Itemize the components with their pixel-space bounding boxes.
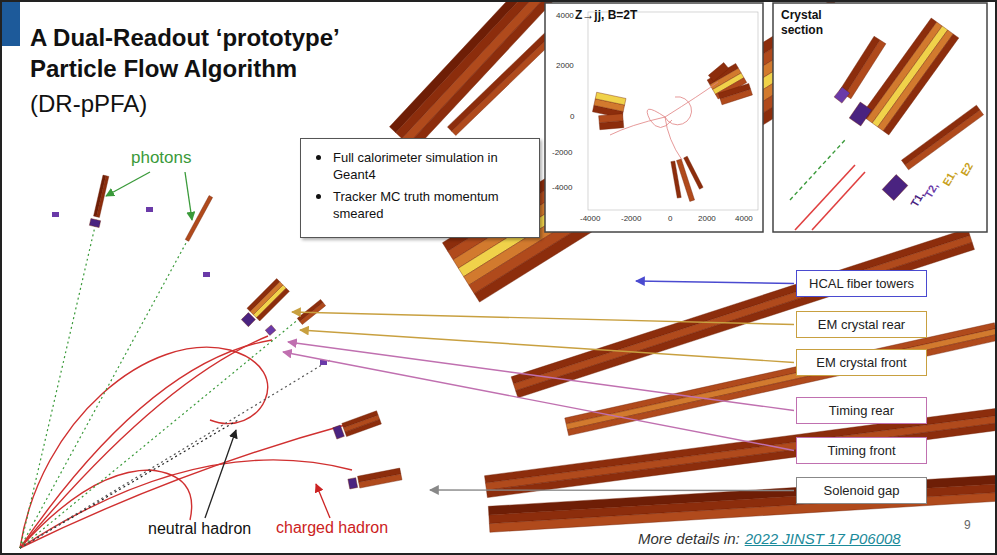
page-number: 9 — [964, 518, 971, 532]
inset-panel: Z→jj, B=2T — [575, 8, 695, 23]
tower-segment — [511, 229, 970, 384]
tower-segment — [348, 478, 358, 489]
crystal-inset — [773, 3, 987, 232]
tower-segment — [839, 36, 880, 95]
tower-segment — [901, 105, 980, 165]
calorimeter-art — [20, 0, 997, 548]
leader-arrow — [292, 312, 794, 325]
tower-segment — [513, 235, 972, 390]
pointer-arrow — [205, 430, 236, 518]
axis-tick: -2000 — [621, 214, 641, 223]
tower-segment — [905, 110, 984, 170]
layer-label: E1, — [940, 168, 959, 188]
neutral-track — [20, 318, 300, 548]
timing-hit — [52, 212, 59, 217]
slide-title: A Dual-Readout ‘prototype’ Particle Flow… — [30, 22, 365, 84]
callout-text: EM crystal front — [816, 355, 906, 370]
neutral-track — [20, 232, 192, 548]
tower-segment — [566, 329, 997, 430]
pointer-arrow — [185, 172, 192, 220]
leader-arrow — [430, 489, 794, 491]
particle-label: charged hadron — [276, 519, 388, 537]
callout-box: Solenoid gap — [796, 477, 927, 504]
charged-track — [20, 347, 268, 548]
tower-segment — [595, 92, 626, 105]
note-text: Z→jj, B=2T — [575, 8, 695, 23]
tower-segment — [883, 34, 959, 135]
tower-segment — [684, 156, 703, 189]
tower-segment — [300, 303, 326, 325]
tower-segment — [882, 175, 908, 201]
inset-panel: Crystal section — [781, 8, 841, 38]
subtitle: (DR-pPFA) — [30, 90, 147, 118]
neutral-track — [20, 205, 100, 548]
pointer-arrow — [106, 172, 150, 196]
tower-segment — [241, 313, 255, 327]
timing-hit — [146, 207, 153, 212]
axis-tick: 0 — [668, 214, 672, 223]
leader-arrow — [636, 281, 794, 284]
reference-note: More details in: — [638, 530, 740, 547]
tower-segment — [878, 30, 954, 131]
tower-segment — [834, 87, 850, 103]
axis-tick: 4000 — [735, 214, 753, 223]
tower-segment — [96, 176, 108, 218]
tower-segment — [516, 242, 975, 397]
tower-segment — [265, 325, 276, 336]
callout-box: Timing front — [796, 437, 927, 464]
tower-segment — [708, 63, 728, 82]
tower-segment — [253, 285, 286, 318]
note-text: Crystal section — [781, 8, 841, 38]
callout-box: HCAL fiber towers — [796, 270, 927, 297]
leader-arrow — [300, 330, 794, 363]
tower-segment — [872, 26, 948, 127]
callout-text: HCAL fiber towers — [809, 276, 914, 291]
axis-tick: -2000 — [552, 148, 572, 157]
charged-track — [20, 340, 272, 548]
charged-track — [20, 336, 268, 548]
tower-segment — [345, 420, 381, 437]
callout-text: Timing front — [827, 443, 895, 458]
note-box: Full calorimeter simulation in Geant4Tra… — [300, 138, 540, 238]
tower-segment — [849, 102, 872, 126]
particle-label: photons — [131, 148, 192, 168]
callout-text: Timing rear — [829, 403, 894, 418]
axis-tick: 0 — [570, 112, 574, 121]
timing-hit — [203, 272, 210, 277]
particle-label: neutral hadron — [148, 520, 251, 538]
axis-tick: 2000 — [698, 214, 716, 223]
tower-segment — [720, 89, 752, 105]
tower-segment — [89, 219, 100, 228]
tower-segment — [671, 161, 681, 198]
tower-segment — [845, 40, 886, 99]
callout-text: EM crystal rear — [818, 317, 905, 332]
leader-arrow — [288, 342, 794, 411]
axis-tick: -4000 — [580, 214, 600, 223]
callout-box: EM crystal front — [796, 349, 927, 376]
callout-text: Solenoid gap — [824, 483, 900, 498]
reference-link: 2022 JINST 17 P06008 — [745, 530, 901, 547]
layer-label: E2 — [958, 160, 975, 178]
note-text: Full calorimeter simulation in Geant4 — [333, 149, 529, 183]
tower-segment — [333, 425, 345, 439]
tower-segment — [599, 114, 624, 123]
tower-segment — [359, 474, 402, 488]
pointer-arrow — [316, 484, 330, 518]
axis-tick: -4000 — [552, 183, 572, 192]
axis-tick: 4000 — [556, 11, 574, 20]
leader-arrow — [283, 352, 794, 451]
tower-segment — [257, 288, 290, 321]
axis-tick: 2000 — [556, 61, 574, 70]
callout-box: EM crystal rear — [796, 311, 927, 338]
event-inset — [545, 3, 763, 232]
callout-box: Timing rear — [796, 397, 927, 424]
note-text: Tracker MC truth momentum smeared — [333, 188, 529, 222]
corner-strip — [0, 0, 20, 46]
